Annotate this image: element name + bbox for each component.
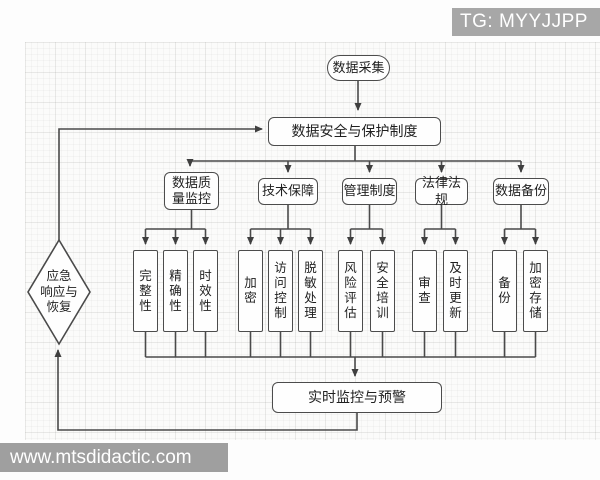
node-security-training: 安全培训 (370, 250, 395, 332)
node-backup: 备份 (492, 250, 517, 332)
node-timeliness: 时效性 (193, 250, 218, 332)
node-security-policy: 数据安全与保护制度 (268, 117, 441, 146)
header-data-backup: 数据备份 (493, 178, 549, 205)
node-encryption: 加密 (238, 250, 263, 332)
node-data-masking: 脱敏处理 (298, 250, 323, 332)
header-laws-regulations: 法律法规 (415, 175, 468, 207)
node-timely-update: 及时更新 (443, 250, 468, 332)
header-data-quality-monitoring: 数据质量监控 (164, 172, 219, 210)
node-encrypted-storage: 加密存储 (523, 250, 548, 332)
tg-badge: TG: MYYJJPP (452, 8, 600, 36)
emergency-line-1: 应急 (46, 269, 72, 283)
node-access-control: 访问控制 (268, 250, 293, 332)
emergency-line-3: 恢复 (46, 300, 72, 315)
node-accuracy: 精确性 (163, 250, 188, 332)
node-review: 审查 (412, 250, 437, 332)
header-management-system: 管理制度 (342, 178, 397, 205)
node-realtime-monitoring: 实时监控与预警 (272, 382, 442, 413)
emergency-line-2: 响应与 (40, 284, 78, 299)
node-risk-assessment: 风险评估 (338, 250, 363, 332)
header-technical-support: 技术保障 (258, 178, 318, 205)
watermark-bar: www.mtsdidactic.com (0, 443, 228, 472)
node-data-collection: 数据采集 (327, 55, 390, 81)
node-emergency-response: 应急 响应与 恢复 (31, 269, 87, 316)
node-integrity: 完整性 (133, 250, 158, 332)
